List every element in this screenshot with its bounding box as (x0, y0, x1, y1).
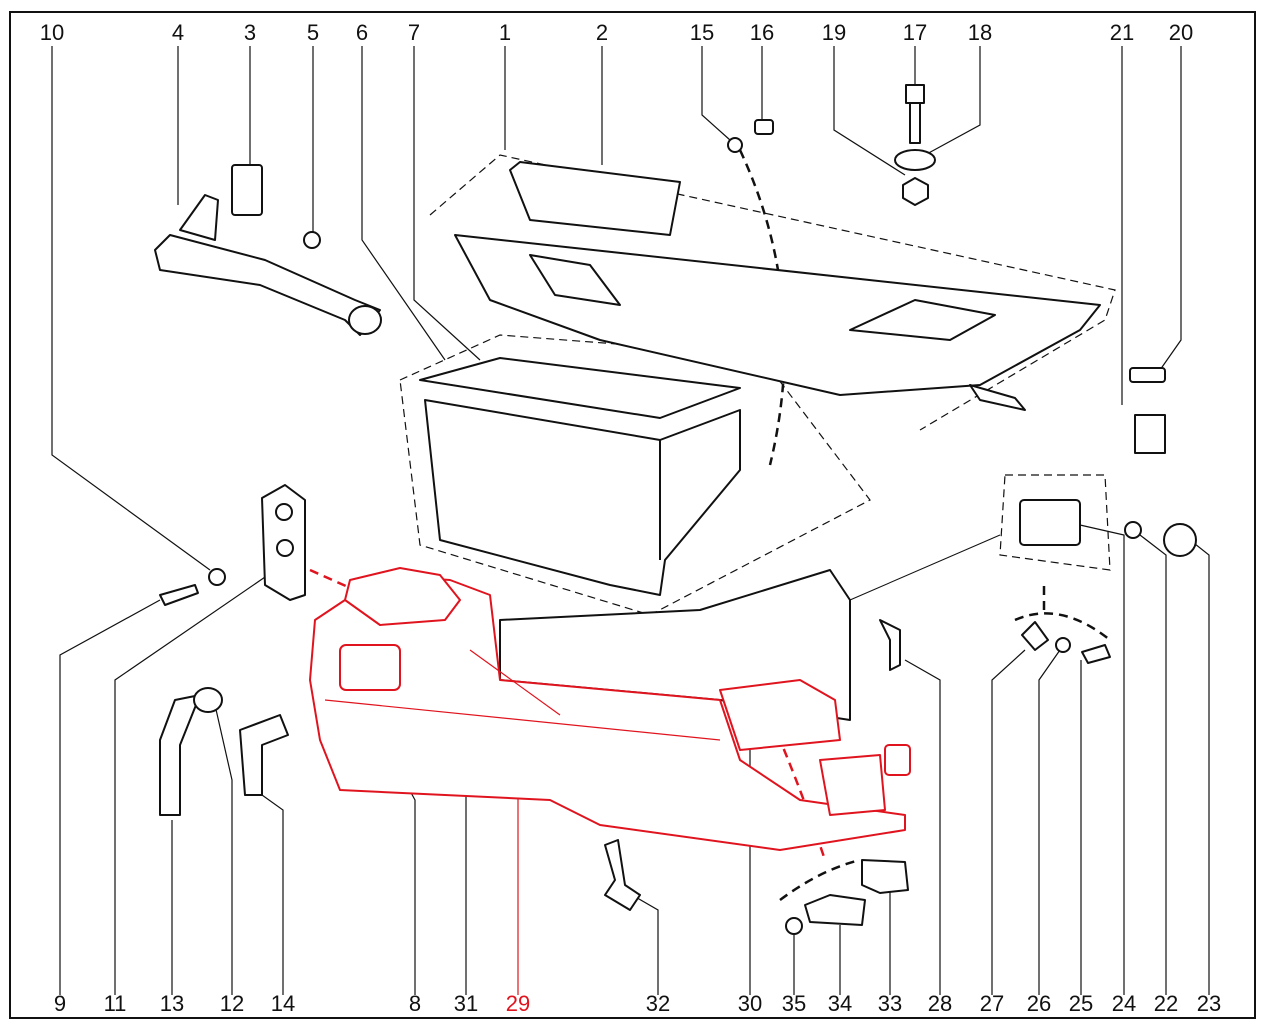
label-24: 24 (1112, 991, 1136, 1016)
part-nut-19 (902, 177, 929, 206)
label-13: 13 (160, 991, 184, 1016)
part-screw-16 (754, 119, 774, 135)
part-clip-20 (1129, 367, 1166, 383)
label-32: 32 (646, 991, 670, 1016)
part-nut-35 (785, 917, 803, 935)
part-washer-18 (894, 149, 936, 171)
part-nut-5 (303, 231, 321, 249)
diagram-frame (9, 11, 1256, 1019)
label-25: 25 (1069, 991, 1093, 1016)
parts (154, 84, 1197, 935)
leader-lines (51, 46, 1210, 995)
label-14: 14 (271, 991, 295, 1016)
label-7: 7 (408, 20, 420, 45)
label-22: 22 (1154, 991, 1178, 1016)
label-5: 5 (307, 20, 319, 45)
label-23: 23 (1197, 991, 1221, 1016)
part-plate-33 (861, 859, 909, 894)
part-connector-24 (1019, 499, 1081, 546)
part-washer-26 (1055, 637, 1071, 653)
label-15: 15 (690, 20, 714, 45)
part-washer-22 (1124, 521, 1142, 539)
label-1: 1 (499, 20, 511, 45)
label-21: 21 (1110, 20, 1134, 45)
bottom-labels: 9 11 13 12 14 8 31 29 32 30 35 34 33 28 … (54, 991, 1221, 1016)
assembly-outlines (309, 149, 1116, 902)
part-cap-23 (1163, 523, 1197, 557)
label-11: 11 (104, 991, 127, 1016)
label-16: 16 (750, 20, 774, 45)
part-screw-25 (1081, 644, 1111, 664)
label-4: 4 (172, 20, 184, 45)
part-duct-pipe (154, 234, 381, 336)
part-hose-14 (239, 714, 289, 796)
part-clip-27 (1021, 621, 1049, 651)
part-clip-34 (804, 894, 866, 926)
part-hose-13 (159, 694, 201, 816)
part-air-filter (419, 357, 741, 419)
label-29-highlighted: 29 (506, 991, 530, 1016)
label-8: 8 (409, 991, 421, 1016)
label-10: 10 (40, 20, 64, 45)
part-connector (231, 164, 263, 216)
label-34: 34 (828, 991, 852, 1016)
part-top-cover (454, 234, 1101, 396)
label-28: 28 (928, 991, 952, 1016)
part-bolt-17 (905, 84, 925, 104)
label-27: 27 (980, 991, 1004, 1016)
part-drain-32 (604, 839, 641, 911)
label-2: 2 (596, 20, 608, 45)
part-filter-cover (509, 161, 681, 236)
part-housing (424, 399, 741, 596)
label-17: 17 (903, 20, 927, 45)
part-bolt-9 (159, 584, 199, 606)
label-33: 33 (878, 991, 902, 1016)
label-19: 19 (822, 20, 846, 45)
part-pad-21 (1134, 414, 1166, 454)
label-35: 35 (782, 991, 806, 1016)
label-20: 20 (1169, 20, 1193, 45)
label-9: 9 (54, 991, 66, 1016)
label-12: 12 (220, 991, 244, 1016)
part-grommet-12 (193, 687, 223, 713)
part-washer-10 (208, 568, 226, 586)
label-30: 30 (738, 991, 762, 1016)
part-clip-28 (879, 619, 901, 671)
label-31: 31 (454, 991, 478, 1016)
label-26: 26 (1027, 991, 1051, 1016)
label-6: 6 (356, 20, 368, 45)
label-3: 3 (244, 20, 256, 45)
label-18: 18 (968, 20, 992, 45)
top-labels: 10 4 3 5 6 7 1 2 15 16 19 17 18 21 20 (40, 20, 1193, 45)
part-washer-15 (727, 137, 743, 153)
